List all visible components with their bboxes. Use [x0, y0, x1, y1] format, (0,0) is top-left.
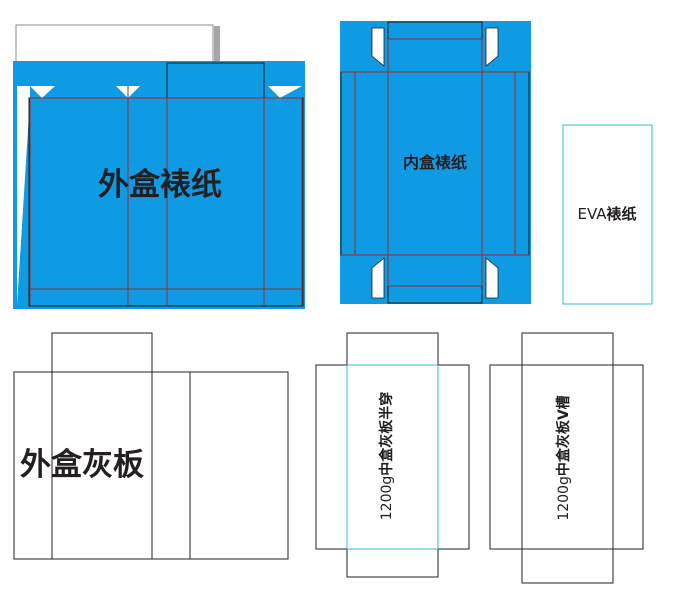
- inner-wrap-fold-lines: [341, 38, 529, 287]
- mid-board-v-label: 1200g中盒灰板V槽: [555, 395, 572, 520]
- outer-wrap-notch-1: [30, 86, 55, 98]
- eva-wrap-label: EVA裱纸: [577, 205, 636, 223]
- outer-wrap-top-flap: [15, 24, 214, 63]
- inner-wrap-tab-bl: [371, 257, 385, 299]
- outer-board-main: [13, 371, 289, 560]
- eva-wrap-outline: [562, 124, 653, 305]
- outer-wrap-blue-sheet: [13, 61, 305, 309]
- inner-wrap-tab-br: [485, 257, 499, 299]
- eva-wrap: EVA裱纸: [562, 124, 653, 305]
- outer-board-label: 外盒灰板: [20, 447, 144, 483]
- outer-box-board: [13, 332, 289, 560]
- outer-box-wrap: 外盒裱纸: [13, 24, 305, 309]
- inner-box-wrap: 内盒裱纸: [340, 21, 531, 304]
- outer-wrap-wedge-left: [17, 86, 30, 305]
- outer-wrap-fold-lines: [29, 86, 303, 306]
- inner-wrap-tab-tr: [485, 27, 499, 67]
- outer-wrap-notch-3: [268, 86, 302, 98]
- inner-wrap-blue-sheet: [340, 21, 531, 304]
- outer-wrap-label: 外盒裱纸: [98, 167, 222, 203]
- inner-wrap-label: 内盒裱纸: [403, 153, 467, 172]
- outer-wrap-gray-shadow: [214, 26, 220, 62]
- mid-board-half-cut: 1200g中盒灰板半穿: [315, 332, 470, 578]
- mid-board-v-groove: 1200g中盒灰板V槽: [489, 332, 644, 584]
- outer-board-top-flap: [51, 332, 153, 373]
- inner-wrap-tab-tl: [371, 27, 385, 67]
- mid-board-half-label: 1200g中盒灰板半穿: [378, 392, 395, 521]
